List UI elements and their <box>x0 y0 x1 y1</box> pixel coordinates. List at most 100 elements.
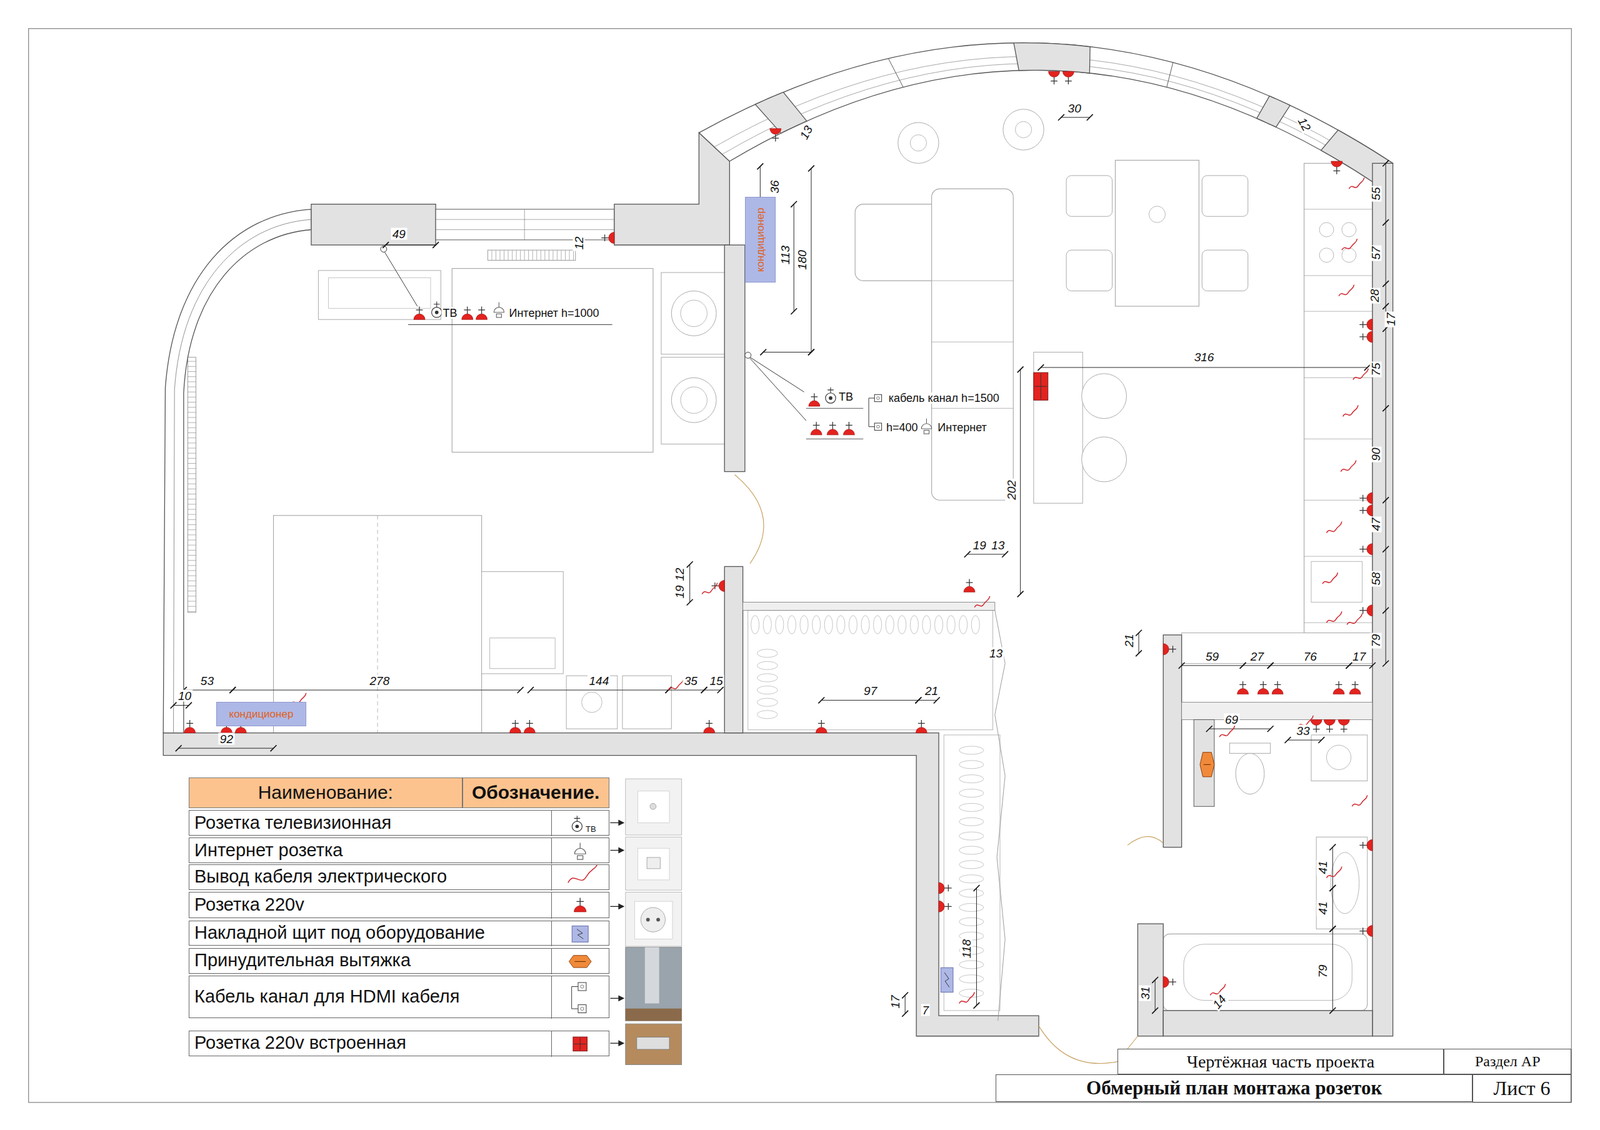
built-in-socket-symbol <box>573 1036 588 1052</box>
furniture <box>581 691 603 713</box>
furniture <box>503 250 505 260</box>
cable-outlet-symbol <box>1341 238 1357 250</box>
socket-220v-symbol <box>601 234 609 242</box>
legend-photos <box>625 778 682 835</box>
walls <box>163 43 1393 1037</box>
tv-socket-symbol <box>435 310 439 315</box>
walls <box>1256 96 1290 128</box>
furniture <box>187 391 196 393</box>
legend-text: Вывод кабеля электрического <box>189 866 447 887</box>
tv-socket-symbol <box>431 307 442 318</box>
socket-220v-symbol <box>1271 688 1284 695</box>
legend-symbol <box>568 955 592 967</box>
socket-220v-symbol <box>1062 71 1074 85</box>
internet-socket-symbol <box>576 855 583 860</box>
furniture <box>273 515 482 734</box>
socket-220v-symbol <box>1359 505 1373 517</box>
hdmi-cable-channel-symbol <box>578 982 587 991</box>
dimension-number: 278 <box>368 674 391 687</box>
furniture <box>959 989 984 998</box>
leader-lines <box>750 358 807 421</box>
socket-220v-symbol <box>845 421 853 430</box>
dimension-lines <box>1329 885 1336 892</box>
built-in-socket-symbol <box>1033 372 1049 400</box>
legend-symbol <box>571 925 589 942</box>
cable-outlet-symbol <box>1353 368 1369 380</box>
socket-220v-symbol <box>815 727 827 734</box>
furniture <box>495 250 497 260</box>
dimension-lines <box>1209 728 1271 730</box>
furniture <box>935 615 944 634</box>
legend-photos <box>625 891 682 947</box>
outlet-symbols <box>184 71 1373 1004</box>
dimension-lines <box>185 702 192 709</box>
socket-220v-symbol <box>1323 719 1335 733</box>
furniture <box>1304 438 1373 440</box>
furniture <box>187 442 196 444</box>
furniture <box>1304 208 1373 210</box>
legend-sample <box>551 810 610 837</box>
dimension-lines <box>1287 740 1322 741</box>
dimension-lines <box>1382 280 1389 287</box>
legend-row: Вывод кабеля электрического <box>188 864 610 890</box>
dimension-number: 31 <box>1138 985 1151 1001</box>
furniture <box>1316 836 1368 929</box>
dimension-number: 75 <box>1369 361 1382 377</box>
furniture <box>1304 311 1373 312</box>
furniture <box>1066 175 1112 217</box>
socket-220v-symbol <box>1274 681 1282 689</box>
dimension-lines <box>1061 116 1090 118</box>
hdmi-cable-channel-symbol <box>874 423 882 430</box>
dimension-lines <box>173 705 189 706</box>
internet-socket-symbol <box>496 313 502 318</box>
legend-symbol <box>573 898 586 912</box>
furniture <box>511 250 513 260</box>
built-in-socket-symbol <box>1035 386 1048 387</box>
furniture <box>187 447 196 449</box>
furniture <box>751 615 760 634</box>
dimension-lines <box>790 201 797 208</box>
dimension-lines <box>1382 405 1389 412</box>
socket-220v-symbol <box>829 421 837 430</box>
walls <box>888 58 904 88</box>
dimension-lines <box>382 241 389 249</box>
socket-220v-symbol <box>1163 976 1169 988</box>
dimension-lines <box>1382 496 1389 504</box>
cable-outlet-symbol <box>1326 866 1342 879</box>
legend-row: Интернет розетка <box>188 837 610 864</box>
furniture <box>536 250 537 260</box>
dimension-lines <box>717 686 724 694</box>
leader-lines <box>750 357 805 393</box>
furniture <box>481 571 564 674</box>
furniture <box>756 710 778 719</box>
socket-220v-symbol <box>1366 925 1373 937</box>
dimension-lines <box>1267 662 1274 669</box>
furniture <box>187 555 196 556</box>
socket-220v-symbol <box>1359 841 1367 849</box>
socket-220v-symbol <box>1168 645 1177 653</box>
furniture <box>1304 622 1373 624</box>
socket-220v-symbol <box>1163 643 1177 655</box>
furniture <box>756 698 778 707</box>
walls <box>1166 62 1174 88</box>
socket-220v-symbol <box>1366 505 1373 517</box>
built-in-socket-symbol <box>573 1043 586 1045</box>
furniture <box>959 775 984 784</box>
internet-socket-symbol <box>926 418 927 424</box>
cable-outlet-symbol <box>1326 611 1342 623</box>
furniture <box>187 411 196 413</box>
cable-outlet-symbol <box>1219 725 1235 737</box>
sheet-frame <box>28 28 1572 1103</box>
furniture <box>1341 248 1357 263</box>
furniture <box>187 514 196 515</box>
socket-220v-symbol <box>526 720 534 728</box>
hdmi-cable-channel-symbol <box>868 398 875 427</box>
exhaust-fan-symbol <box>1203 764 1211 765</box>
air-conditioner-box: кондиционер <box>216 701 307 727</box>
cable-outlet-symbol <box>1322 572 1338 584</box>
cable-outlet-symbol <box>959 992 975 1004</box>
walls <box>724 566 743 733</box>
tv-socket-symbol <box>571 821 582 832</box>
dimension-lines <box>1135 630 1142 637</box>
socket-220v-symbol <box>770 128 782 142</box>
